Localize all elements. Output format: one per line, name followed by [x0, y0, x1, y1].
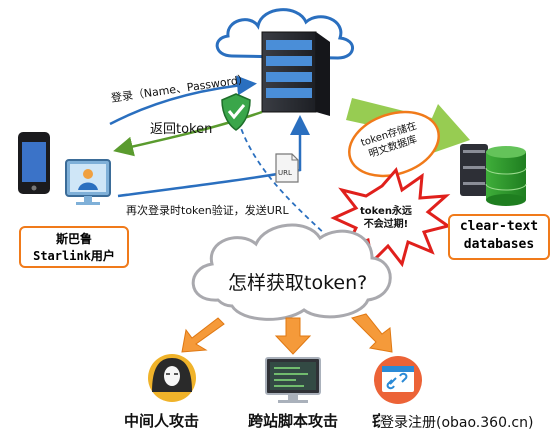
storage-note-ellipse [348, 110, 440, 178]
cloud-question: 怎样获取token? [228, 272, 368, 294]
database-icon [460, 144, 527, 206]
db-label-box: clear-text databases [448, 214, 550, 260]
attack-arrow-center [274, 317, 312, 355]
user-box-line2: Starlink用户 [33, 249, 115, 263]
phone-icon [18, 132, 50, 194]
user-box-line1: 斯巴鲁 [55, 232, 92, 246]
link-window-icon [374, 356, 422, 404]
attack-label-mitm: 中间人攻击 [124, 412, 200, 430]
shield-check-icon [221, 93, 251, 131]
return-token-label: 返回token [150, 122, 213, 137]
server-icon [261, 31, 330, 116]
db-label-line2: databases [463, 237, 535, 252]
attack-arrow-right [351, 313, 393, 353]
burst-note: token永远 不会过期! [360, 206, 412, 230]
attack-arrow-left [181, 317, 225, 353]
login-arrow [109, 75, 257, 126]
question-cloud [191, 223, 392, 321]
watermark: 登录注册(obao.360.cn) [380, 412, 534, 432]
attack-label-xss: 跨站脚本攻击 [248, 412, 339, 430]
code-monitor-icon [265, 357, 321, 403]
document-url-icon [275, 153, 299, 183]
user-box: 斯巴鲁 Starlink用户 [19, 226, 129, 268]
db-label-line1: clear-text [459, 219, 539, 234]
monitor-user-icon [65, 159, 111, 205]
relogin-label: 再次登录时token验证，发送URL [126, 204, 289, 217]
hacker-icon [148, 354, 196, 402]
url-icon-text: URL [278, 169, 292, 177]
